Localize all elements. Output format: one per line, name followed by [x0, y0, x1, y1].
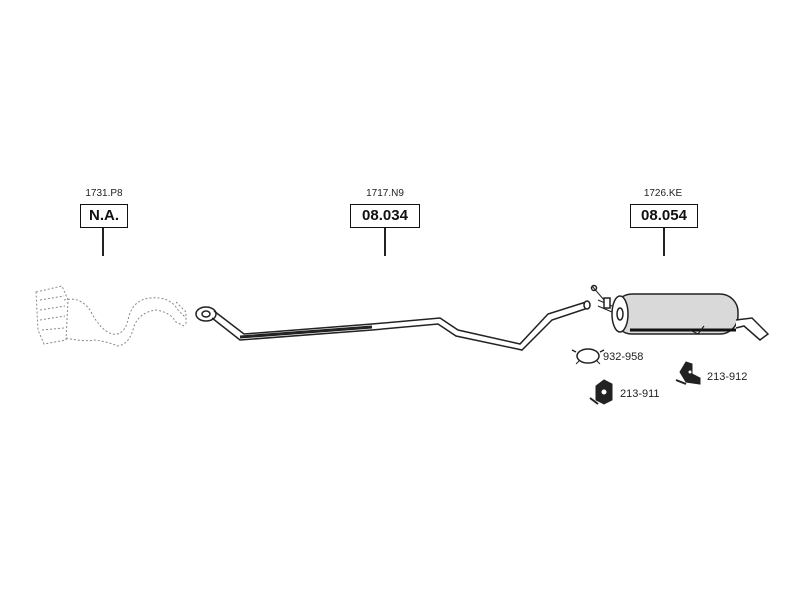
part-number-box-section-3[interactable]: 08.054	[630, 204, 698, 228]
clamp-icon	[571, 348, 605, 365]
ref-code-section-2: 1717.N9	[366, 188, 404, 199]
accessory-label-bracket-mount: 213-912	[707, 371, 748, 383]
leader-line-section-1	[102, 228, 104, 256]
ref-code-section-1: 1731.P8	[85, 188, 123, 199]
bracket-mount-icon	[675, 361, 701, 385]
rubber-mount-icon	[589, 379, 613, 405]
middle-pipe-icon	[195, 300, 591, 351]
ref-code-section-3: 1726.KE	[643, 188, 683, 199]
leader-line-section-2	[384, 228, 386, 256]
rear-muffler-icon	[590, 284, 770, 341]
leader-line-section-3	[663, 228, 665, 256]
part-number-box-section-1[interactable]: N.A.	[80, 204, 128, 228]
accessory-label-clamp: 932-958	[603, 351, 644, 363]
catalyst-dashed-icon	[35, 285, 187, 347]
accessory-label-rubber-mount: 213-911	[620, 388, 660, 400]
part-number-box-section-2[interactable]: 08.034	[350, 204, 420, 228]
